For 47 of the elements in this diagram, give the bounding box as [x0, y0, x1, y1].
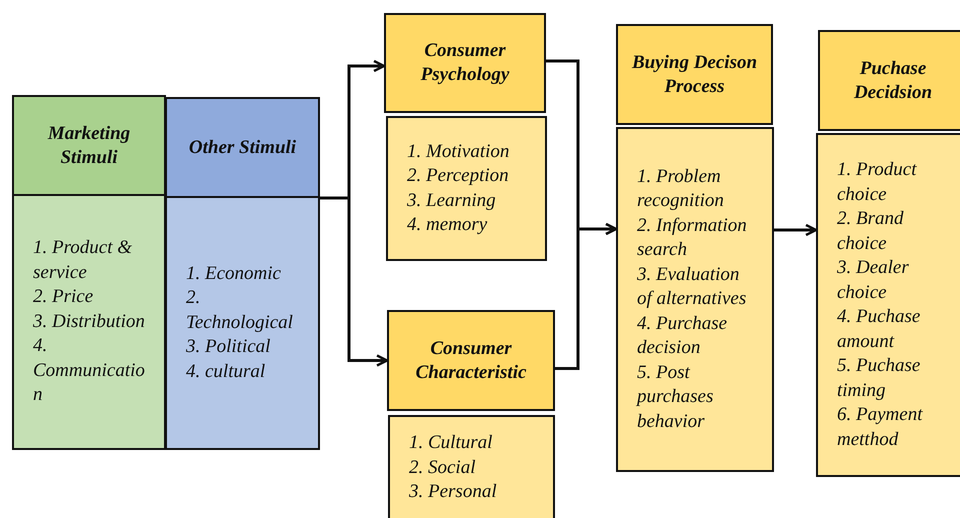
list-item: 2. Brand choice — [837, 207, 904, 256]
list-item: 4. memory — [407, 213, 488, 237]
list-item: 3. Dealer choice — [837, 256, 910, 304]
header-box — [818, 30, 960, 131]
list-item: 5. Post purchases behavior — [637, 360, 714, 434]
heading: Consumer Psychology — [420, 39, 510, 87]
list-item: 2. Technological — [186, 286, 294, 335]
heading: Marketing Stimuli — [46, 122, 132, 170]
list-box — [386, 116, 547, 261]
header-box — [165, 97, 320, 198]
arrow — [555, 222, 618, 370]
header-box — [616, 24, 773, 125]
heading: Other Stimuli — [188, 136, 296, 160]
list-item: 2. Price — [33, 285, 94, 310]
list-item: 1. Problem recognition — [637, 164, 725, 214]
list-item: 3. Distribution — [33, 310, 146, 334]
list-box — [388, 415, 555, 518]
list-item: 4. Puchase amount — [837, 305, 922, 354]
heading: Buying Decison Process — [630, 50, 758, 98]
list-item: 4. Purchase decision — [637, 312, 728, 360]
heading: Consumer Characteristic — [414, 336, 528, 384]
header-box — [384, 13, 546, 113]
list-item: 1. Economic — [186, 262, 282, 286]
list-item: 1. Product choice — [837, 158, 918, 206]
list-item: 3. Evaluation of alternatives — [637, 262, 748, 312]
heading: Puchase Decidsion — [852, 56, 934, 104]
list-box — [165, 196, 320, 450]
list-item: 2. Information search — [637, 214, 748, 262]
list-item: 1. Motivation — [407, 140, 510, 164]
list-item: 4. Communication — [33, 334, 146, 408]
header-box — [12, 95, 166, 196]
header-box — [387, 310, 555, 411]
list-item: 3. Personal — [409, 480, 498, 504]
list-item: 5. Puchase timing — [837, 354, 922, 402]
list-box — [616, 127, 774, 472]
list-box — [12, 194, 166, 450]
list-item: 2. Perception — [407, 164, 510, 188]
arrow — [774, 224, 818, 236]
list-box — [816, 133, 960, 477]
list-item: 3. Learning — [407, 188, 497, 212]
list-item: 2. Social — [409, 456, 476, 480]
list-item: 6. Payment metthod — [837, 403, 924, 452]
list-item: 3. Political — [186, 335, 272, 360]
list-item: 4. cultural — [186, 360, 266, 384]
arrow — [320, 196, 388, 367]
list-item: 1. Product & service — [33, 236, 134, 285]
list-item: 1. Cultural — [409, 431, 494, 456]
